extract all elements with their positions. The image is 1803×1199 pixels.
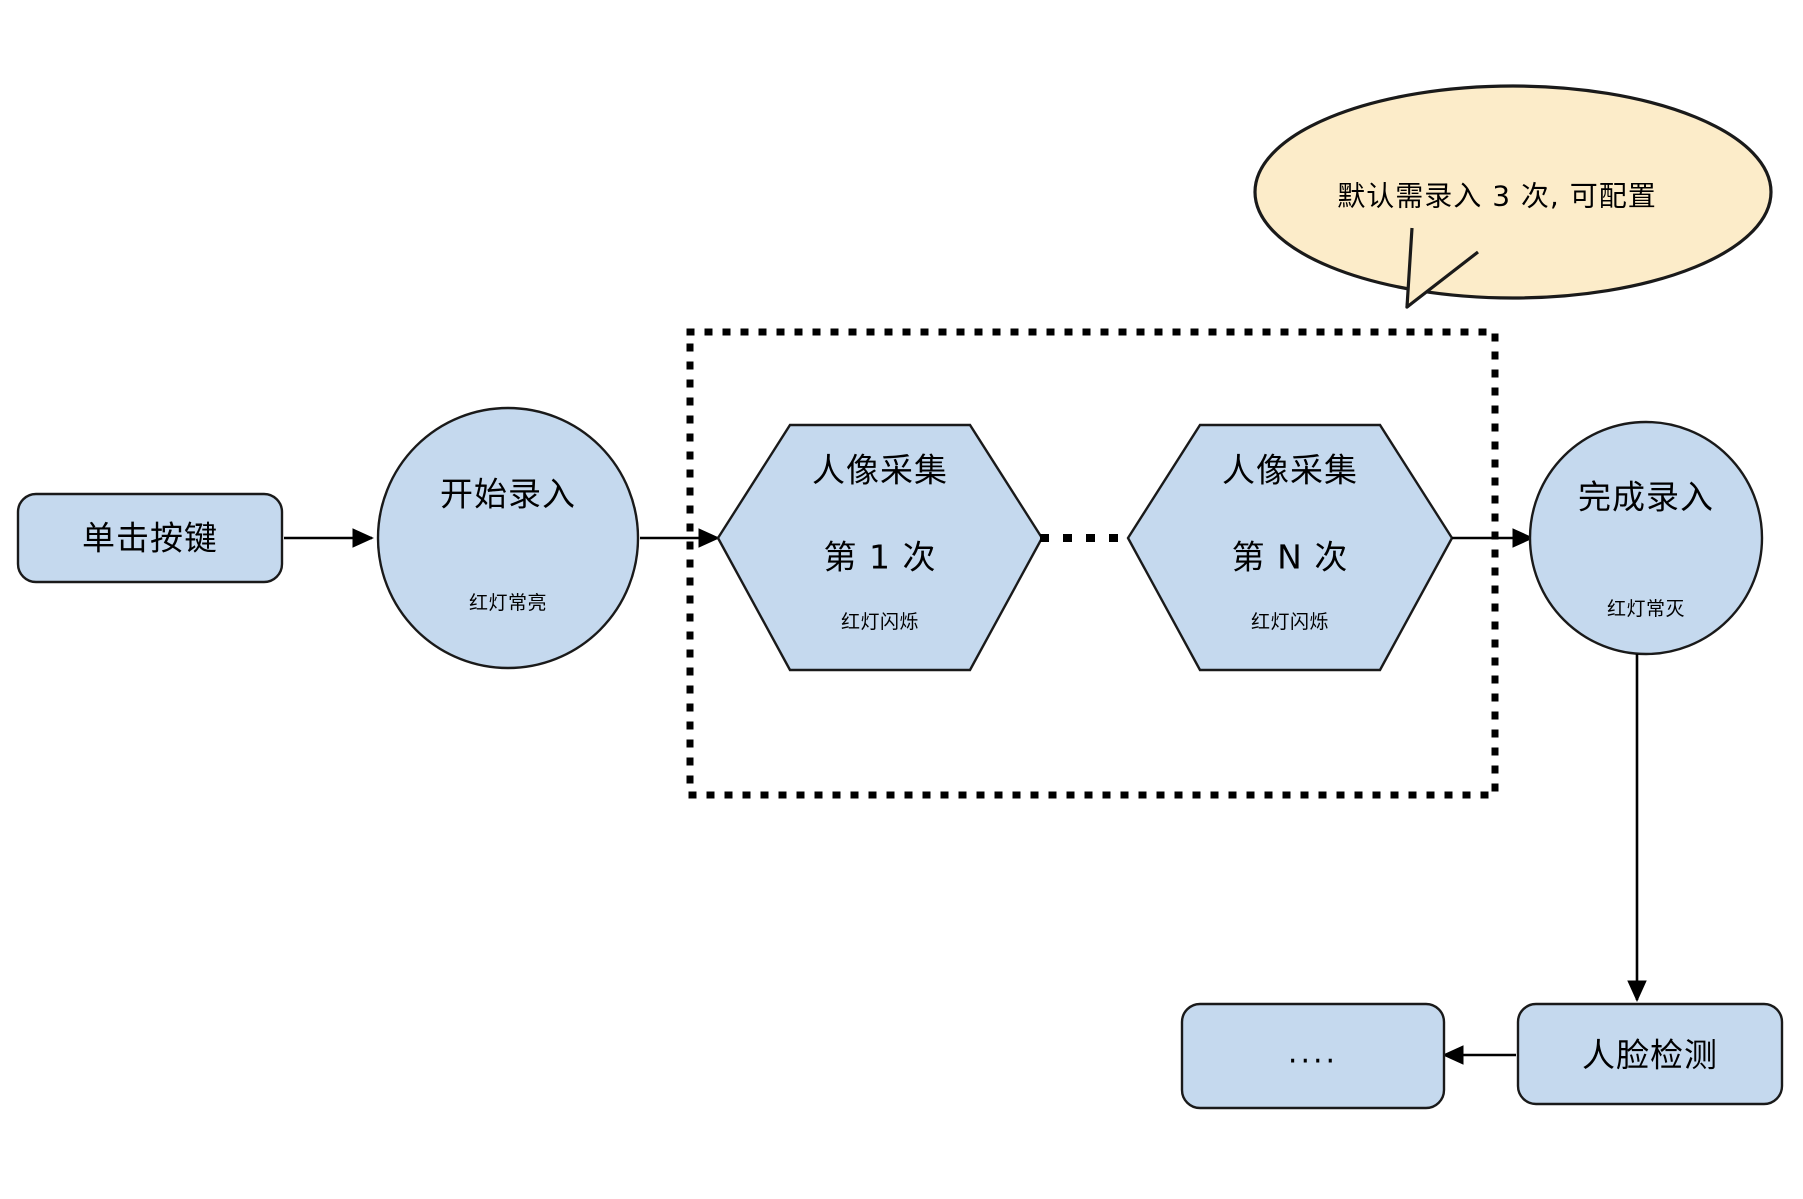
node-face-detect-shape[interactable]	[1516, 1002, 1784, 1106]
callout-tail-outline	[1405, 227, 1479, 309]
node-more-steps-shape[interactable]	[1180, 1002, 1446, 1110]
node-capture-first-shape[interactable]	[716, 423, 1044, 672]
node-finish-enroll-shape[interactable]	[1528, 420, 1764, 656]
callout-tail-seam	[1400, 205, 1480, 250]
capture-loop-group-box	[686, 328, 1499, 799]
node-capture-nth-shape[interactable]	[1126, 423, 1454, 672]
node-start-enroll-shape[interactable]	[376, 406, 640, 670]
callout-bubble-shape[interactable]	[1253, 84, 1773, 300]
node-press-key-shape[interactable]	[16, 492, 284, 584]
